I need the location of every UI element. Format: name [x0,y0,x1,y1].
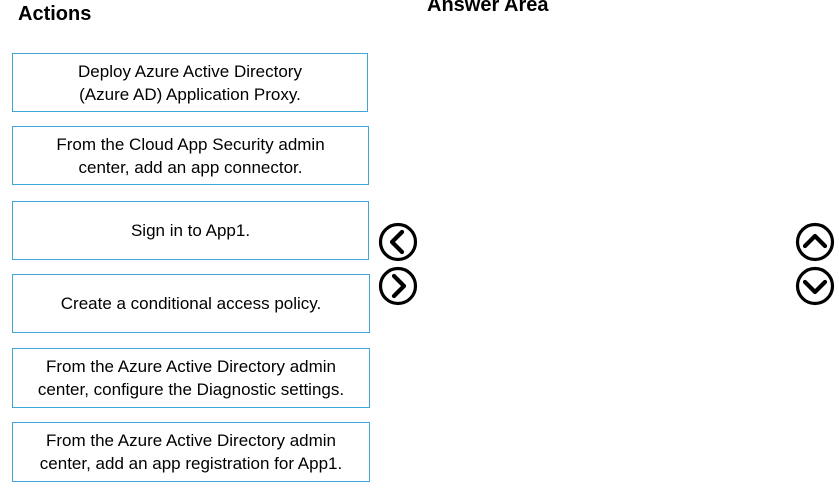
move-right-button[interactable] [378,266,418,306]
action-item-line: Deploy Azure Active Directory [78,61,302,81]
action-item-line: From the Cloud App Security admin [56,134,325,154]
action-item-text: From the Cloud App Security admin center… [56,133,324,179]
circle-chevron-right-icon [378,266,418,306]
actions-heading: Actions [18,3,92,25]
action-item-configure-diagnostic-settings[interactable]: From the Azure Active Directory admin ce… [12,348,370,408]
answer-area-dropzone[interactable] [425,40,785,480]
circle-chevron-up-icon [795,222,835,262]
action-item-line: Create a conditional access policy. [60,294,322,313]
action-item-line: center, add an app registration for App1… [39,454,343,473]
action-item-create-conditional-access-policy[interactable]: Create a conditional access policy. [12,274,370,333]
action-item-line: center, add an app connector. [78,157,303,177]
action-item-sign-in-app1[interactable]: Sign in to App1. [12,201,369,260]
action-item-text: From the Azure Active Directory admin ce… [38,355,344,401]
action-item-add-app-registration[interactable]: From the Azure Active Directory admin ce… [12,422,370,482]
action-item-line: From the Azure Active Directory admin [45,431,337,450]
action-item-line: From the Azure Active Directory admin [45,357,337,376]
circle-chevron-down-icon [795,266,835,306]
action-item-text: Deploy Azure Active Directory (Azure AD)… [78,60,302,106]
action-item-line: center, configure the Diagnostic setting… [37,380,345,399]
answer-area-heading: Answer Area [427,0,549,16]
action-item-deploy-app-proxy[interactable]: Deploy Azure Active Directory (Azure AD)… [12,53,368,112]
move-up-button[interactable] [795,222,835,262]
action-item-line: (Azure AD) Application Proxy. [79,84,301,104]
action-item-text: Create a conditional access policy. [61,292,322,315]
action-item-text: Sign in to App1. [131,219,250,242]
action-item-add-app-connector[interactable]: From the Cloud App Security admin center… [12,126,369,185]
action-item-text: From the Azure Active Directory admin ce… [40,429,342,475]
action-item-line: Sign in to App1. [130,221,251,240]
move-down-button[interactable] [795,266,835,306]
circle-chevron-left-icon [378,222,418,262]
move-left-button[interactable] [378,222,418,262]
